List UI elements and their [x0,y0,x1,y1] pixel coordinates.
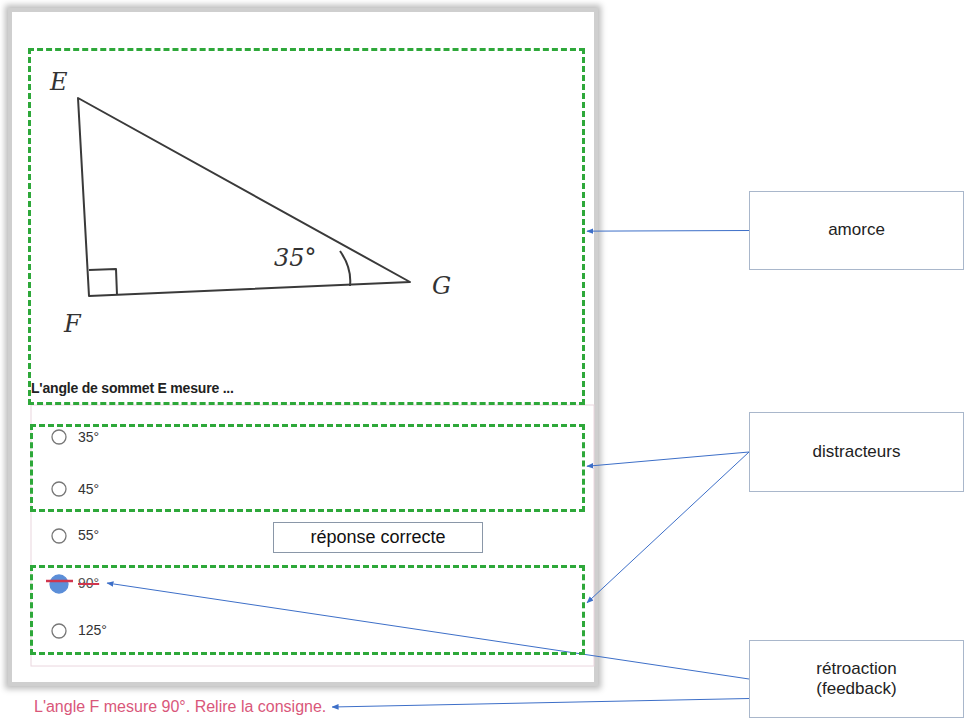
callout-arrow [587,230,749,232]
callout-arrow [587,452,749,466]
correct-answer-tag-text: réponse correcte [310,527,445,548]
triangle [78,98,410,296]
radio-buttons [50,430,68,638]
angle-label: 35° [274,244,317,272]
answer-option: 55° [78,527,99,543]
answer-option: 35° [76,428,101,446]
radio-button [52,624,66,638]
options-frame [31,405,594,666]
radio-button [52,529,66,543]
radio-button [52,482,66,496]
distractor-group: 35° 45° [30,424,585,512]
feedback-text-text: L'angle F mesure 90°. Relire la consigne… [34,698,326,716]
callout-box-text: amorce [828,220,885,240]
radio-button [52,430,66,444]
answer-option: 45° [76,480,101,498]
radio-button-selected [50,575,68,593]
triangle-drawing [78,98,410,296]
answer-option-text: 125° [78,622,107,638]
answer-option: 90° [76,574,101,592]
answer-option-text: 90° [78,575,99,591]
stem-region: L'angle de sommet E mesure ... [28,48,585,405]
stem-region-text: L'angle de sommet E mesure ... [31,380,582,402]
right-angle-mark [89,269,117,295]
answer-option: 125° [76,621,109,639]
vertex-label: E [50,68,68,96]
callout-arrow [587,452,749,603]
angle-arc [340,251,350,286]
vertex-label: G [432,272,451,300]
answer-option-text: 35° [78,429,99,445]
callout-arrow [107,583,749,679]
callout-box: amorce [749,191,964,270]
strike-line [46,580,73,583]
callout-arrow [332,699,749,708]
callout-box: distracteurs [749,412,964,492]
callout-box-text: rétroaction (feedback) [792,659,922,700]
feedback-text: L'angle F mesure 90°. Relire la consigne… [32,697,328,717]
vertex-label: F [64,310,81,338]
answer-option-text: 45° [78,481,99,497]
callout-box: rétroaction (feedback) [749,640,964,718]
callout-box-text: distracteurs [813,442,901,462]
distractor-group: 90° 125° [30,565,585,655]
correct-answer-tag: réponse correcte [273,522,483,553]
